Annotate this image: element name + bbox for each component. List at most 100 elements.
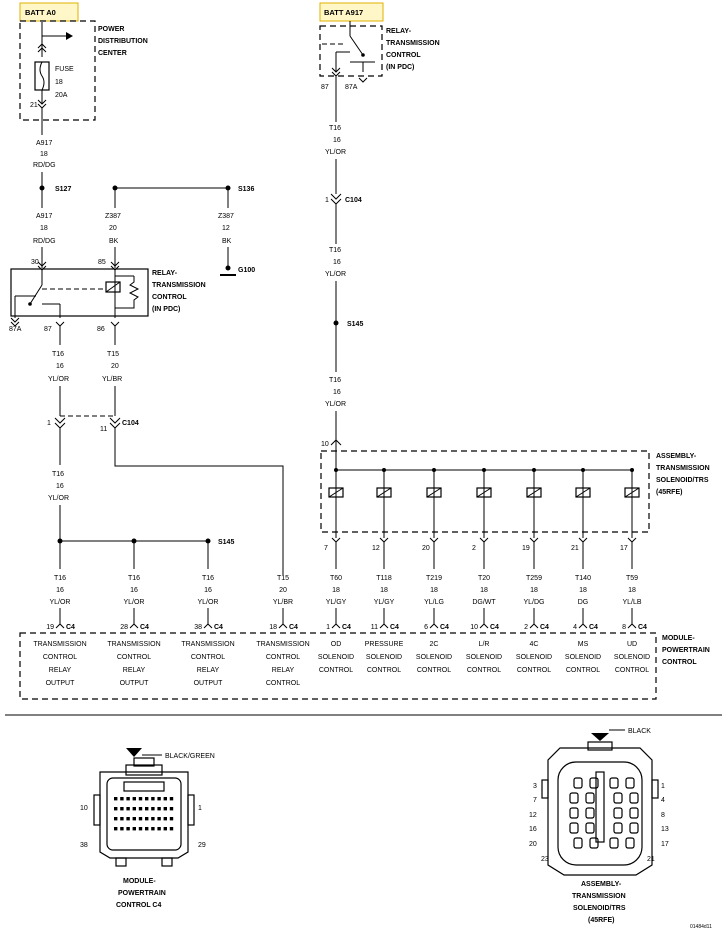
pcm-pin-number: 28	[120, 624, 128, 631]
relay-left-resistor-icon	[115, 276, 140, 309]
pcm-connector-label: C4	[66, 624, 75, 631]
pcm-c4-key-slot	[123, 781, 165, 792]
pcm-function-label: OD	[331, 641, 342, 648]
relay-left-title-3: CONTROL	[152, 294, 187, 301]
trs-cavity	[589, 777, 599, 789]
pcm-c4-cavity	[114, 817, 118, 821]
pcm-c4-face	[106, 777, 182, 851]
batt-a917-label: BATT A917	[324, 8, 363, 17]
relay-left-pin86-icon	[110, 321, 120, 327]
trs-cavity	[609, 777, 619, 789]
relay-top-pin-87a: 87A	[345, 84, 358, 91]
t16-right-3-color: YL/OR	[325, 401, 346, 408]
z387-20-color: BK	[109, 238, 119, 245]
pcm-title-1: MODULE-	[662, 635, 695, 642]
trs-cavity	[629, 792, 639, 804]
output-wire-color: YL/OR	[49, 599, 70, 606]
trs-face	[557, 761, 643, 866]
pcm-function-label: SOLENOID	[466, 654, 502, 661]
pcm-function-label: SOLENOID	[366, 654, 402, 661]
trs-pin-4: 4	[661, 797, 665, 804]
t16-left-gauge: 16	[56, 363, 64, 370]
trs-pin-1: 1	[661, 783, 665, 790]
trs-right-tab	[651, 779, 659, 799]
solenoid-pin-icon	[627, 537, 637, 543]
pcm-c4-cavity	[151, 827, 155, 831]
pcm-function-label: 2C	[430, 641, 439, 648]
pcm-title-3: CONTROL	[662, 659, 697, 666]
pcm-c4-title-2: POWERTRAIN	[118, 890, 166, 897]
pcm-function-label: OUTPUT	[120, 680, 150, 687]
pcm-c4-cavity	[157, 827, 161, 831]
output-wire-gauge: 18	[380, 587, 388, 594]
pcm-pin-icon	[429, 623, 439, 629]
trs-pin-17: 17	[661, 841, 669, 848]
pdc-title-2: DISTRIBUTION	[98, 38, 148, 45]
output-wire-gauge: 18	[579, 587, 587, 594]
pcm-c4-cavity	[157, 797, 161, 801]
c104-pin1-icon	[54, 417, 66, 429]
pdc-title-3: CENTER	[98, 50, 127, 57]
trs-pin-12: 12	[529, 812, 537, 819]
trs-pin-7: 7	[533, 797, 537, 804]
pcm-c4-cavity	[151, 797, 155, 801]
pcm-function-label: L/R	[479, 641, 490, 648]
pcm-c4-cavity	[169, 827, 174, 831]
solenoid-pin-number: 7	[324, 545, 328, 552]
pcm-pin-number: 19	[46, 624, 54, 631]
trs-cavity	[625, 777, 635, 789]
pcm-function-label: TRANSMISSION	[181, 641, 234, 648]
pcm-c4-cavity	[157, 817, 161, 821]
solenoid-coil-icon	[624, 487, 640, 498]
solenoid-pin-icon	[578, 537, 588, 543]
solenoid-pin-number: 2	[472, 545, 476, 552]
relay-top-title-4: (IN PDC)	[386, 64, 414, 71]
trs-cavity	[629, 807, 639, 819]
pcm-pin-number: 1	[326, 624, 330, 631]
c104-right-pin-icon	[330, 193, 342, 205]
pcm-function-label: CONTROL	[417, 667, 451, 674]
pcm-c4-cavity	[114, 827, 118, 831]
pcm-c4-latch-tab	[133, 757, 155, 767]
pcm-c4-cavity	[163, 797, 167, 801]
pcm-c4-cavity	[120, 817, 124, 821]
a917-mid-gauge: 18	[40, 225, 48, 232]
pcm-c4-cavity	[132, 807, 136, 811]
output-wire-circuit: T259	[526, 575, 542, 582]
t15-route-wire	[114, 428, 284, 575]
pcm-function-label: RELAY	[49, 667, 72, 674]
s127-label: S127	[55, 186, 71, 193]
solenoid-coil-icon	[376, 487, 392, 498]
pcm-connector-label: C4	[214, 624, 223, 631]
solenoid-coil-icon	[575, 487, 591, 498]
s145-right-label: S145	[347, 321, 363, 328]
trs-cavity	[613, 807, 623, 819]
solenoid-coil-slash	[376, 487, 392, 498]
relay-left-title-1: RELAY-	[152, 270, 178, 277]
pcm-c4-cavity	[114, 797, 118, 801]
relay-top-title-1: RELAY-	[386, 28, 412, 35]
pcm-pin-icon	[55, 623, 65, 629]
trs-pin-3: 3	[533, 783, 537, 790]
output-wire-gauge: 20	[279, 587, 287, 594]
pcm-function-label: CONTROL	[266, 680, 300, 687]
batt-a0-tag	[19, 2, 79, 22]
a917-mid-color: RD/DG	[33, 238, 56, 245]
output-wire-color: YL/LB	[622, 599, 641, 606]
trs-cavity	[569, 792, 579, 804]
relay-left-pin87-icon	[55, 321, 65, 327]
pcm-c4-cavity	[145, 817, 149, 821]
pcm-function-label: CONTROL	[319, 667, 353, 674]
trs-cavity	[585, 792, 595, 804]
pcm-c4-cavity	[126, 817, 130, 821]
pdc-box	[19, 20, 96, 121]
pcm-function-label: TRANSMISSION	[256, 641, 309, 648]
pcm-function-label: CONTROL	[266, 654, 300, 661]
pcm-c4-pin-10: 10	[80, 805, 88, 812]
fuse-rating: 20A	[55, 92, 68, 99]
relay-top-title-2: TRANSMISSION	[386, 40, 440, 47]
output-wire-circuit: T60	[330, 575, 342, 582]
pcm-function-label: CONTROL	[117, 654, 151, 661]
pcm-function-label: CONTROL	[615, 667, 649, 674]
